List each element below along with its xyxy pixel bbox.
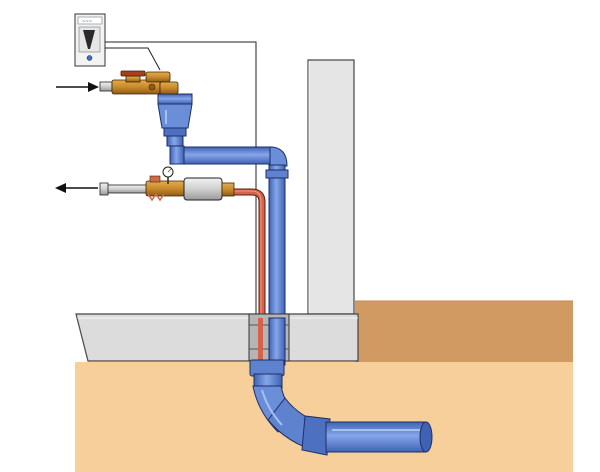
red-supply-pipe: [232, 188, 266, 364]
wall-meter-box: ~~~: [74, 13, 106, 67]
control-wires: [105, 41, 257, 316]
underground-sewer-pipe: [249, 359, 433, 456]
backflow-preventer-assembly: [99, 175, 235, 202]
outlet-flow-arrow: [55, 183, 98, 193]
blue-drain-pipe: [179, 146, 290, 366]
inlet-stop-valve: [99, 70, 179, 95]
vertical-wall: [307, 59, 355, 315]
pressure-gauge: [162, 166, 174, 184]
concrete-slab: [75, 313, 359, 362]
funnel-drain-separator: [157, 93, 193, 165]
inlet-flow-arrow: [56, 82, 99, 92]
svg-text:~~~: ~~~: [82, 19, 92, 24]
